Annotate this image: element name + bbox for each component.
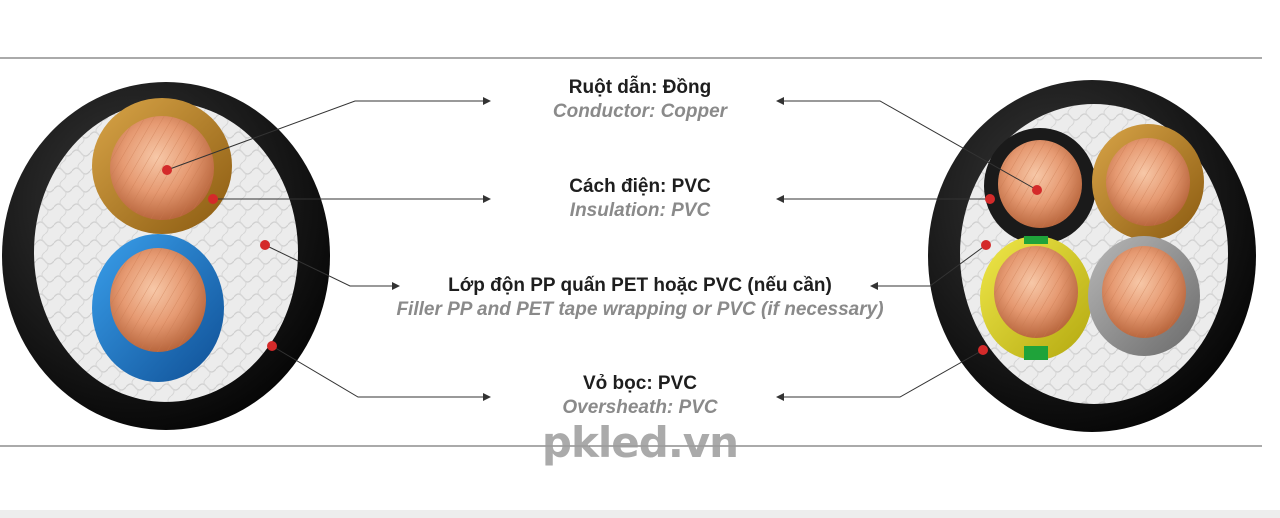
label-insulation-en: Insulation: PVC <box>569 200 711 221</box>
label-conductor: Ruột dẫn: Đồng Conductor: Copper <box>340 76 940 124</box>
left-pointer-dots <box>162 165 277 351</box>
left-arrowheads <box>392 97 491 401</box>
dot-conductor-right <box>1032 185 1042 195</box>
bottom-band <box>0 510 1280 518</box>
right-pointer-dots <box>978 185 1042 355</box>
leader-conductor-left <box>166 100 483 171</box>
two-core-cable-section-icon <box>2 82 330 430</box>
label-sheath-en: Oversheath: PVC <box>562 397 718 418</box>
label-sheath-vi: Vỏ bọc: PVC <box>582 373 697 394</box>
leader-filler-left <box>264 244 392 287</box>
leader-filler-right <box>878 244 987 287</box>
dot-filler-left <box>260 240 270 250</box>
right-leader-lines <box>784 100 1038 398</box>
watermark: pkled.vn <box>541 418 739 467</box>
leader-sheath-right <box>784 349 984 398</box>
label-sheath: Vỏ bọc: PVC Oversheath: PVC <box>340 372 940 420</box>
right-arrowheads <box>776 97 878 401</box>
dot-insulation-right <box>985 194 995 204</box>
leader-sheath-left <box>271 345 483 398</box>
left-leader-lines <box>166 100 483 398</box>
dot-insulation-left <box>208 194 218 204</box>
label-filler: Lớp độn PP quấn PET hoặc PVC (nếu cần) F… <box>340 274 940 322</box>
label-conductor-en: Conductor: Copper <box>552 101 728 122</box>
dot-filler-right <box>981 240 991 250</box>
label-insulation-vi: Cách điện: PVC <box>569 176 711 197</box>
leader-conductor-right <box>784 100 1038 191</box>
dot-sheath-left <box>267 341 277 351</box>
label-conductor-vi: Ruột dẫn: Đồng <box>568 77 712 98</box>
four-core-cable-section-icon <box>928 80 1256 432</box>
dot-conductor-left <box>162 165 172 175</box>
label-insulation: Cách điện: PVC Insulation: PVC <box>340 175 940 223</box>
label-filler-en: Filler PP and PET tape wrapping or PVC (… <box>396 299 884 320</box>
label-filler-vi: Lớp độn PP quấn PET hoặc PVC (nếu cần) <box>448 275 832 296</box>
dot-sheath-right <box>978 345 988 355</box>
